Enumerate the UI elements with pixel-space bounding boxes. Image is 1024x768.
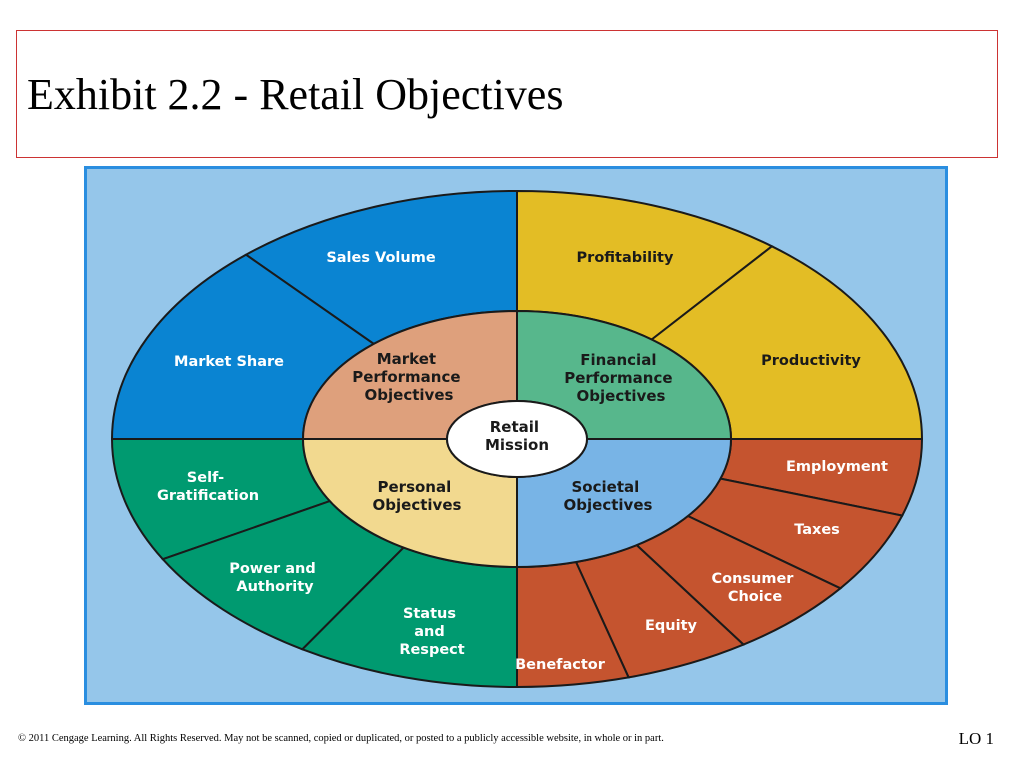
copyright-notice: © 2011 Cengage Learning. All Rights Rese… <box>18 733 664 744</box>
label-financial-performance-objectives: Financial Performance Objectives <box>564 351 678 405</box>
label-societal-objectives: Societal Objectives <box>564 478 653 514</box>
label-power-and-authority: Power and Authority <box>229 561 321 595</box>
label-retail-mission: Retail Mission <box>485 418 549 454</box>
retail-objectives-diagram: Sales Volume Market Share Profitability … <box>84 166 948 705</box>
label-profitability: Profitability <box>577 250 674 266</box>
label-productivity: Productivity <box>761 353 861 369</box>
label-equity: Equity <box>645 618 698 634</box>
label-benefactor: Benefactor <box>515 657 606 673</box>
label-employment: Employment <box>786 459 888 475</box>
slide-title: Exhibit 2.2 - Retail Objectives <box>27 70 564 119</box>
title-box: Exhibit 2.2 - Retail Objectives <box>16 30 998 158</box>
label-consumer-choice: Consumer Choice <box>711 571 798 605</box>
label-status-and-respect: Status and Respect <box>399 606 464 658</box>
label-market-share: Market Share <box>174 354 284 370</box>
label-market-performance-objectives: Market Performance Objectives <box>352 350 466 404</box>
center-retail-mission <box>446 400 588 478</box>
label-self-gratification: Self- Gratification <box>157 470 259 504</box>
learning-objective-label: LO 1 <box>958 729 994 748</box>
label-sales-volume: Sales Volume <box>326 250 436 266</box>
objectives-wheel: Sales Volume Market Share Profitability … <box>110 189 924 689</box>
label-taxes: Taxes <box>794 522 840 538</box>
label-personal-objectives: Personal Objectives <box>373 478 462 514</box>
